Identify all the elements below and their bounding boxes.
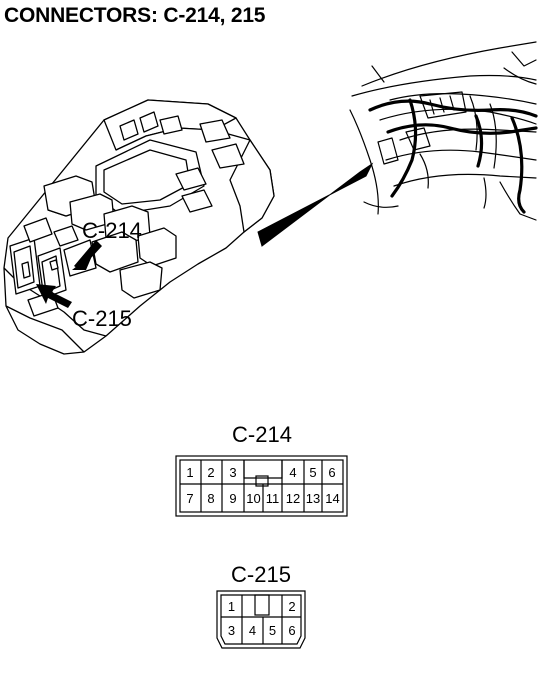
callout-c215: C-215 <box>36 284 132 331</box>
connector-c215-title: C-215 <box>231 562 291 587</box>
pin-label: 1 <box>186 465 193 480</box>
connector-c214-top-pins: 1 2 3 4 5 6 <box>186 465 335 480</box>
leader-wedge <box>257 162 374 247</box>
pin-label: 2 <box>207 465 214 480</box>
pin-label: 4 <box>289 465 296 480</box>
pin-label: 11 <box>266 491 280 506</box>
connector-c214-bottom-pins: 7 8 9 10 11 12 13 14 <box>186 491 339 506</box>
dashboard-illustration <box>349 41 537 221</box>
pin-label: 6 <box>288 623 295 638</box>
pin-label: 12 <box>286 491 300 506</box>
connector-c215-bottom-pins: 3 4 5 6 <box>228 623 296 638</box>
pin-label: 3 <box>228 623 235 638</box>
pin-label: 10 <box>246 491 260 506</box>
pin-label: 1 <box>228 599 235 614</box>
connector-c214-title: C-214 <box>232 422 292 447</box>
pin-label: 5 <box>269 623 276 638</box>
pin-label: 3 <box>229 465 236 480</box>
pin-label: 4 <box>249 623 256 638</box>
page-title: CONNECTORS: C-214, 215 <box>4 4 266 27</box>
arrow-c215 <box>36 284 72 308</box>
pin-label: 5 <box>309 465 316 480</box>
wiring-harness <box>368 98 538 214</box>
pin-label: 14 <box>325 491 339 506</box>
callout-c215-label: C-215 <box>72 306 132 331</box>
connector-c214-face <box>175 455 348 517</box>
pin-label: 6 <box>328 465 335 480</box>
connector-c215-face <box>216 590 306 649</box>
pin-label: 2 <box>288 599 295 614</box>
callout-c214: C-214 <box>72 218 142 270</box>
arrow-c214 <box>72 240 102 270</box>
junction-block-illustration <box>3 99 275 355</box>
pin-label: 7 <box>186 491 193 506</box>
pin-label: 13 <box>306 491 320 506</box>
connector-c215-top-pins: 1 2 <box>228 599 296 614</box>
pin-label: 8 <box>207 491 214 506</box>
callout-c214-label: C-214 <box>82 218 142 243</box>
pin-label: 9 <box>229 491 236 506</box>
